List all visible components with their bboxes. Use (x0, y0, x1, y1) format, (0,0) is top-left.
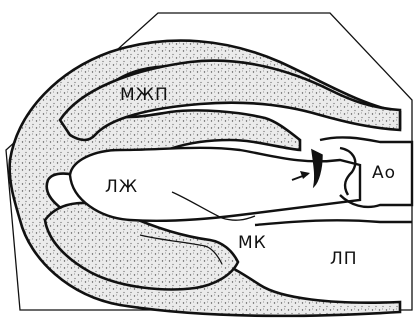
label-left-atrium: ЛП (330, 249, 358, 269)
label-mitral-valve: МК (238, 233, 267, 253)
label-left-ventricle: ЛЖ (105, 177, 138, 197)
label-septum: МЖП (120, 85, 169, 105)
label-aorta: Ао (372, 163, 396, 183)
